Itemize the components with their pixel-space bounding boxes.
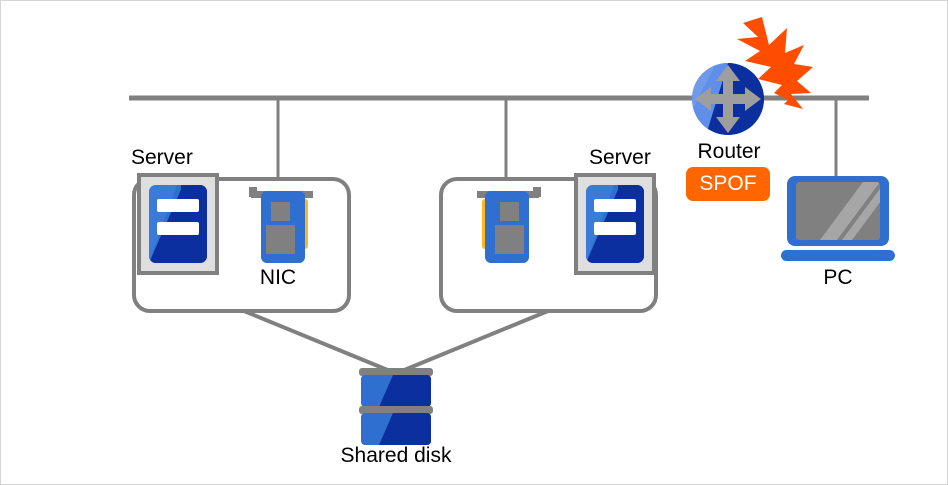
server-right-label: Server xyxy=(589,146,651,169)
link-server-left-to-disk xyxy=(243,309,396,375)
server-left-label: Server xyxy=(131,146,193,169)
lightning-burst-icon xyxy=(737,17,813,109)
pc-label: PC xyxy=(823,266,853,289)
shared-disk-label: Shared disk xyxy=(340,444,452,467)
router-label: Router xyxy=(697,140,761,163)
pc-icon[interactable] xyxy=(781,176,895,261)
router-icon[interactable] xyxy=(692,63,764,135)
nic-icon-right xyxy=(477,187,541,263)
disk-stack-icon[interactable] xyxy=(359,368,433,445)
spof-badge[interactable]: SPOF xyxy=(686,167,770,201)
link-server-right-to-disk xyxy=(396,309,549,375)
nic-icon-left xyxy=(249,187,313,263)
nic-left-label: NIC xyxy=(259,266,297,289)
server-icon-right xyxy=(574,173,656,275)
server-icon-left xyxy=(137,173,219,275)
